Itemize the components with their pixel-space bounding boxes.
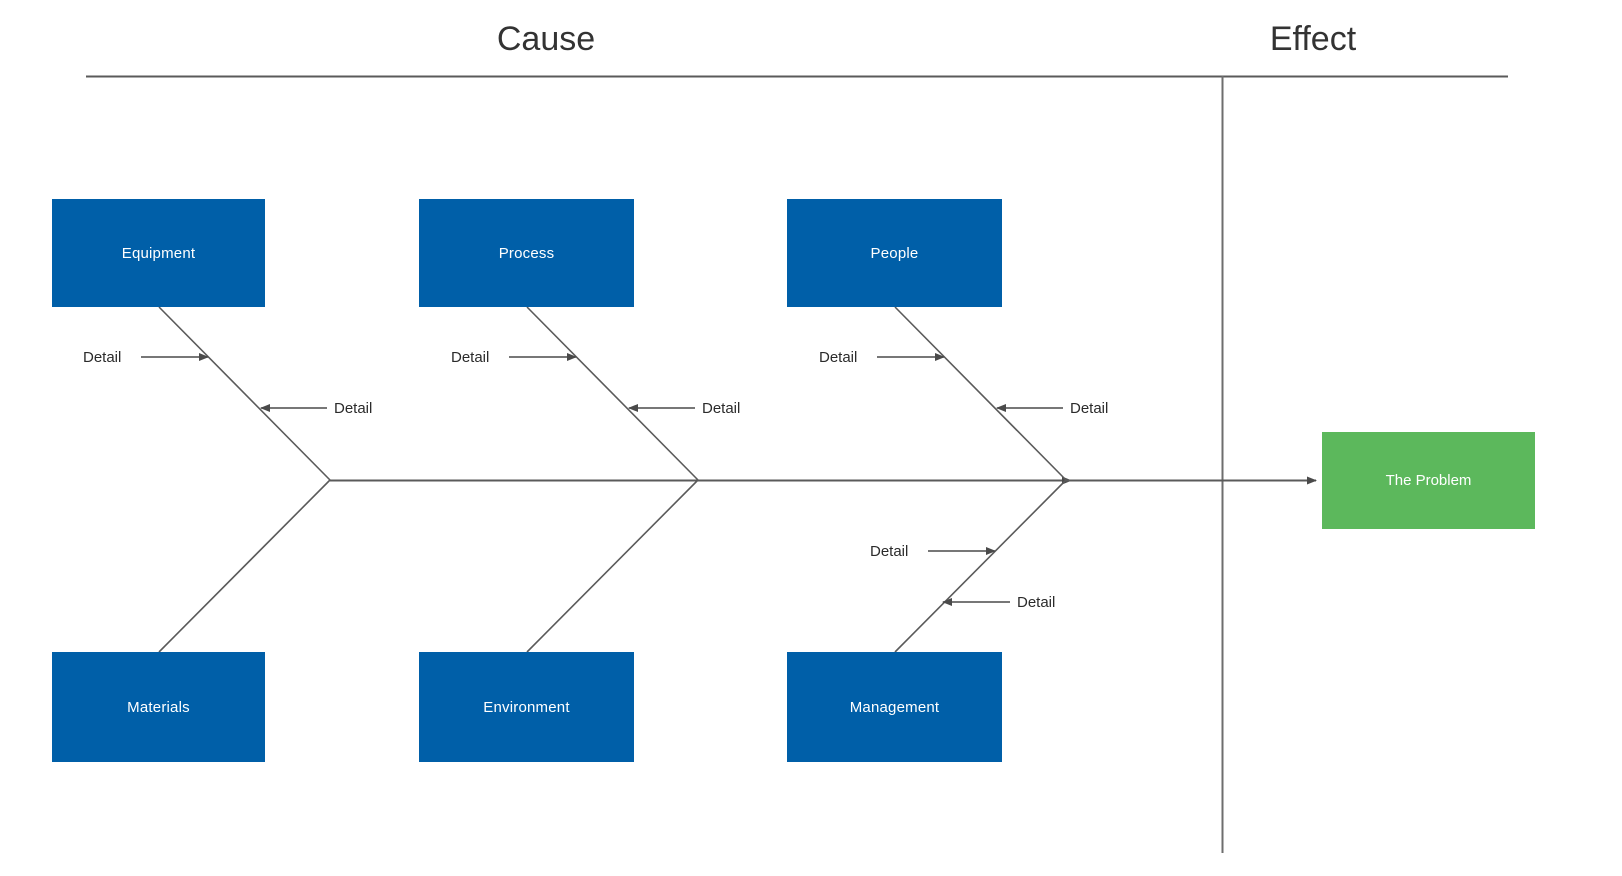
category-box-label: Process [498,244,555,262]
detail-label-management-2: Detail [1017,594,1056,611]
detail-label-process-2: Detail [702,400,741,417]
detail-label-people-1: Detail [819,349,858,366]
category-box-equipment[interactable]: Equipment [52,199,265,307]
category-box-label: Equipment [121,244,196,262]
branch-group-column-2 [526,306,699,653]
branch-rib-process [526,306,699,481]
effect-box-the-problem[interactable]: The Problem [1322,432,1535,529]
header-divider-group [86,75,1508,853]
detail-label-process-1: Detail [451,349,490,366]
detail-label-equipment-1: Detail [83,349,122,366]
detail-label-management-1: Detail [870,543,909,560]
branch-rib-materials [158,479,331,653]
branch-group-column-1 [158,306,331,653]
branch-rib-environment [526,479,699,653]
branch-rib-people [894,306,1067,481]
category-box-label: Management [849,698,940,716]
category-box-label: People [870,244,919,262]
category-box-process[interactable]: Process [419,199,634,307]
category-box-label: Environment [483,698,570,716]
cause-header-title: Cause [496,20,596,58]
detail-arrows-management [928,547,1010,606]
category-box-environment[interactable]: Environment [419,652,634,762]
effect-header-title: Effect [1269,20,1357,58]
branch-rib-management [894,479,1067,653]
category-box-label: Materials [127,698,190,716]
branch-group-column-3 [894,306,1067,653]
detail-arrows-people [877,353,1063,412]
detail-arrows-equipment [141,353,327,412]
detail-arrows-process [509,353,695,412]
detail-label-people-2: Detail [1070,400,1109,417]
category-box-people[interactable]: People [787,199,1002,307]
category-box-management[interactable]: Management [787,652,1002,762]
detail-label-equipment-2: Detail [334,400,373,417]
effect-box-label: The Problem [1385,472,1472,489]
branch-rib-equipment [158,306,331,481]
category-box-materials[interactable]: Materials [52,652,265,762]
